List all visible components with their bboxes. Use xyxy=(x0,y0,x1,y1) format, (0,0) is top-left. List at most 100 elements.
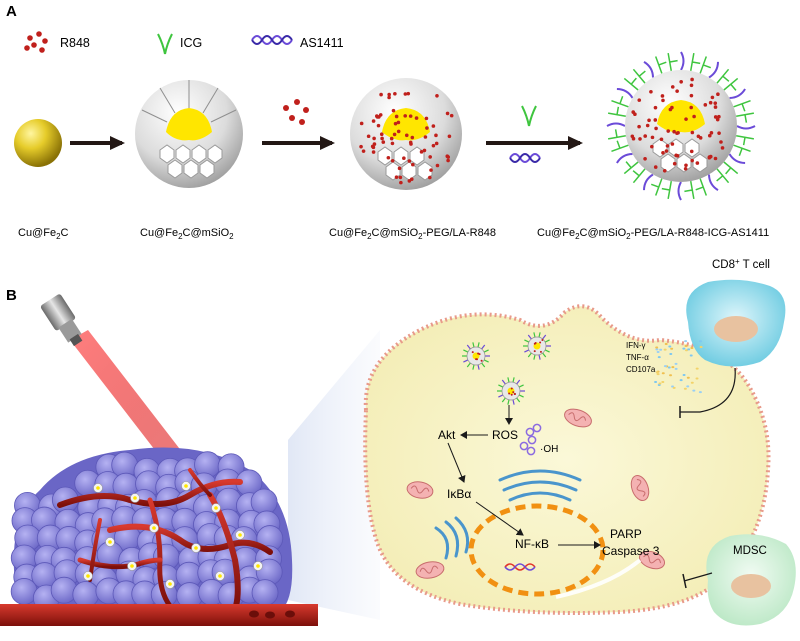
r848-dot xyxy=(698,136,703,140)
r848-dot xyxy=(653,118,658,122)
np-ligand xyxy=(463,359,469,363)
r848-dot xyxy=(508,392,511,395)
r848-dot xyxy=(719,140,723,144)
r848-dot xyxy=(689,83,694,88)
r848-dot xyxy=(670,85,675,89)
cytokine-particle xyxy=(687,348,691,351)
aptamer-strand xyxy=(643,61,654,78)
aptamer-strand xyxy=(680,51,685,71)
icg-strand xyxy=(689,52,701,71)
r848-dot xyxy=(637,98,642,102)
np-ligand xyxy=(466,362,471,368)
r848-dot xyxy=(359,144,363,149)
cytokine-particle xyxy=(692,389,696,392)
r848-dot xyxy=(379,132,384,137)
r848-dot xyxy=(398,175,403,180)
r848-dot xyxy=(475,358,478,361)
cytokine-particle xyxy=(684,340,688,343)
r848-dot xyxy=(390,158,395,163)
cytokine-particle xyxy=(670,347,674,350)
icg-strand xyxy=(632,68,646,84)
icg-strand xyxy=(623,77,639,91)
r848-dot xyxy=(715,117,720,122)
np-ligand xyxy=(524,349,530,353)
r848-dot xyxy=(689,105,694,110)
cytokine-particle xyxy=(682,347,686,350)
r848-dot xyxy=(675,131,679,136)
cytokine-particle xyxy=(669,353,673,356)
np-ligand xyxy=(498,384,504,388)
oh-label: ·OH xyxy=(540,444,558,455)
icg-strand xyxy=(736,112,755,123)
cytokine-particle xyxy=(699,345,703,348)
r848-dot xyxy=(631,110,636,114)
aptamer-strand xyxy=(677,181,682,201)
r848-dot xyxy=(422,148,427,153)
np-ligand xyxy=(477,364,480,370)
endoplasmic-reticulum xyxy=(434,516,470,560)
r848-dot xyxy=(361,149,366,153)
cytokine-particle xyxy=(669,374,673,377)
r848-loaded-particle xyxy=(350,78,462,190)
aptamer-strand xyxy=(708,61,719,79)
r848-dot xyxy=(703,103,708,107)
icg-strand xyxy=(723,77,739,91)
icg-strand xyxy=(733,144,751,157)
r848-dot xyxy=(408,114,413,118)
r848-dot xyxy=(653,105,658,110)
r848-dot xyxy=(510,387,513,390)
r848-dot xyxy=(397,166,402,171)
np-core xyxy=(152,526,156,530)
cd8-action-line xyxy=(680,367,736,413)
r848-dot xyxy=(471,351,474,354)
aptamer-strand xyxy=(616,88,634,99)
cytokine-particle xyxy=(667,366,671,369)
r848-dot xyxy=(713,156,718,161)
np-ligand xyxy=(507,399,510,405)
r848-dot xyxy=(410,135,415,140)
laser-device xyxy=(40,294,196,480)
r848-dot xyxy=(423,135,428,139)
r848-dot xyxy=(390,141,395,146)
tumor-cell-blob xyxy=(72,581,100,608)
icg-strand xyxy=(607,106,626,118)
r848-dot xyxy=(666,129,671,133)
r848-dot xyxy=(707,133,712,138)
np-core xyxy=(214,506,218,510)
stage-label-3: Cu@Fe2C@mSiO2-PEG/LA-R848 xyxy=(329,227,496,241)
cytokine-particle xyxy=(682,374,686,377)
legend-as1411-label: AS1411 xyxy=(300,36,344,50)
np-core xyxy=(96,486,100,490)
ros-label: ROS xyxy=(492,428,518,442)
golgi-apparatus xyxy=(498,469,582,502)
r848-dot xyxy=(653,165,658,169)
r848-dot xyxy=(630,134,635,139)
r848-dot xyxy=(510,393,513,396)
r848-dot xyxy=(664,149,669,153)
mdsc-label: MDSC xyxy=(733,545,767,557)
cytokine-particle xyxy=(679,379,683,382)
cytokine-particle xyxy=(689,354,693,357)
r848-dot xyxy=(406,91,411,96)
r848-dot xyxy=(720,146,725,150)
r848-dot xyxy=(379,92,383,97)
r848-dot xyxy=(371,119,376,123)
r848-dot xyxy=(684,163,688,168)
np-ligand xyxy=(463,349,469,353)
cytokine-particle xyxy=(655,371,659,374)
np-ligand xyxy=(466,344,471,350)
stage-label-4: Cu@Fe2C@mSiO2-PEG/LA-R848-ICG-AS1411 xyxy=(537,227,769,241)
r848-dot xyxy=(404,133,409,138)
r848-dot xyxy=(661,151,665,155)
r848-dot xyxy=(446,155,451,159)
green-y-icon xyxy=(157,33,173,55)
stage-label-2: Cu@Fe2C@mSiO2 xyxy=(140,227,234,241)
parp-label: PARP xyxy=(610,527,642,541)
np-ligand xyxy=(481,344,486,350)
r848-dot xyxy=(716,92,720,97)
r848-dot xyxy=(672,161,677,166)
np-core xyxy=(256,564,260,568)
r848-dot xyxy=(713,105,718,109)
r848-dot xyxy=(447,134,452,139)
r848-dot xyxy=(708,100,713,105)
